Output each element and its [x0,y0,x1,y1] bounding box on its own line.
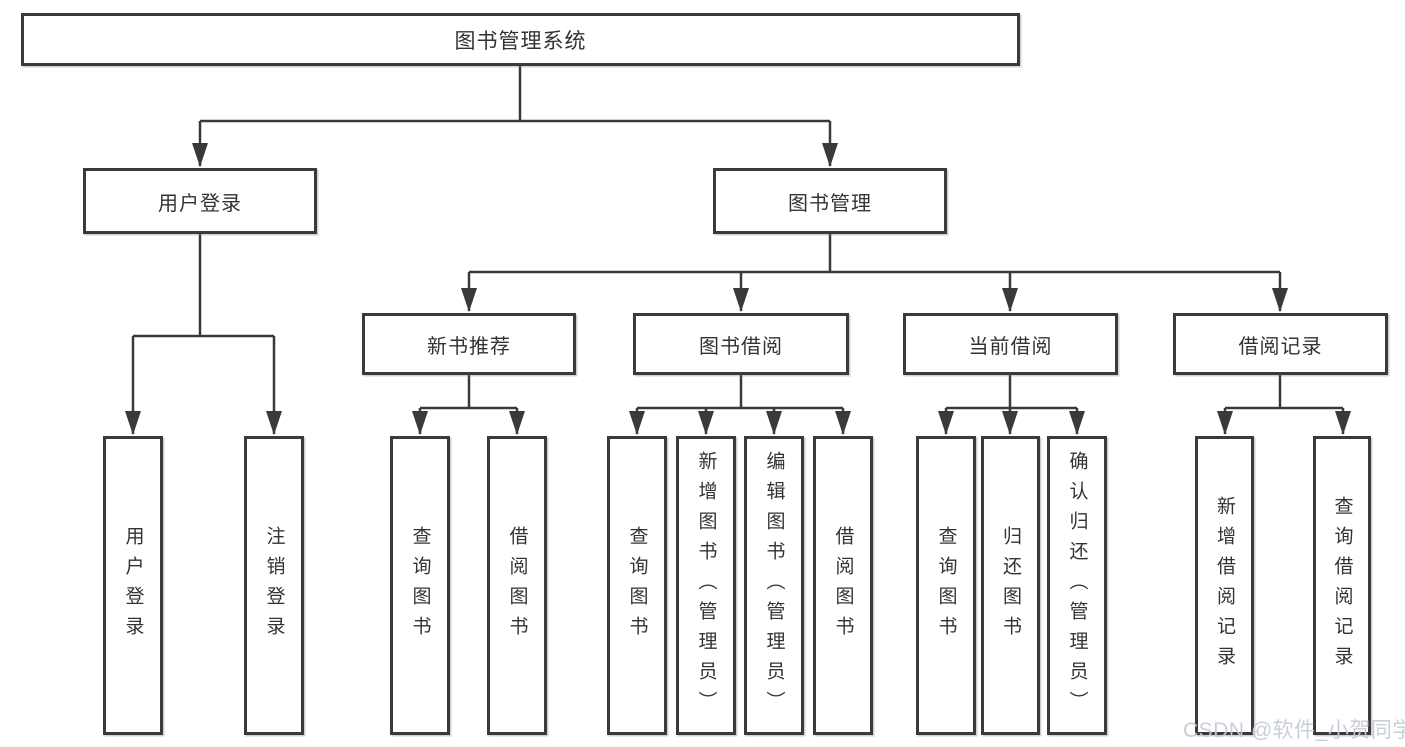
node-leaf-query-books-borrow-label: 查询图书 [626,525,648,646]
node-user-login: 用户登录 [83,168,317,234]
arrow-icon [1002,411,1018,435]
node-leaf-query-books-current: 查询图书 [916,436,976,735]
connector-borrow-records-split [1223,375,1345,434]
arrow-icon [509,411,525,435]
node-new-book-recommend-label: 新书推荐 [427,335,511,358]
arrow-icon [1217,411,1233,435]
arrow-icon [835,411,851,435]
node-leaf-query-books-current-label: 查询图书 [935,525,957,646]
arrow-icon [412,411,428,435]
csdn-watermark: CSDN @软件_小贺同学 [1183,719,1405,742]
node-new-book-recommend: 新书推荐 [362,313,576,375]
node-leaf-query-books-recommend-label: 查询图书 [409,525,431,646]
arrow-icon [766,411,782,435]
node-book-management: 图书管理 [713,168,947,234]
connector-new-books-split [418,375,519,434]
node-root: 图书管理系统 [21,13,1020,66]
node-leaf-confirm-return-admin-label: 确认归还（管理员） [1066,450,1088,721]
arrow-icon [266,411,282,435]
node-leaf-borrow-books-label: 借阅图书 [832,525,854,646]
node-leaf-borrow-books: 借阅图书 [813,436,873,735]
arrow-icon [1335,411,1351,435]
connector-root-to-level2 [198,66,832,166]
arrow-icon [461,288,477,312]
node-leaf-borrow-books-recommend-label: 借阅图书 [506,525,528,646]
node-leaf-edit-book-admin-label: 编辑图书（管理员） [763,450,785,721]
node-leaf-user-login: 用户登录 [103,436,163,735]
node-leaf-query-borrow-record: 查询借阅记录 [1313,436,1371,735]
node-book-management-label: 图书管理 [788,192,872,215]
node-leaf-query-borrow-record-label: 查询借阅记录 [1331,495,1353,676]
arrow-icon [629,411,645,435]
node-leaf-return-books-label: 归还图书 [1000,525,1021,646]
node-book-borrow: 图书借阅 [633,313,849,375]
node-leaf-edit-book-admin: 编辑图书（管理员） [744,436,804,735]
arrow-icon [1272,288,1288,312]
node-root-label: 图书管理系统 [454,29,587,53]
arrow-icon [733,288,749,312]
node-current-borrow: 当前借阅 [903,313,1118,375]
arrow-icon [938,411,954,435]
node-leaf-add-borrow-record-label: 新增借阅记录 [1214,495,1235,676]
node-user-login-label: 用户登录 [158,192,242,215]
node-book-borrow-label: 图书借阅 [699,335,783,358]
node-leaf-query-books-borrow: 查询图书 [607,436,667,735]
node-leaf-confirm-return-admin: 确认归还（管理员） [1047,436,1107,735]
node-leaf-logout-label: 注销登录 [263,525,285,646]
node-leaf-borrow-books-recommend: 借阅图书 [487,436,547,735]
node-leaf-add-borrow-record: 新增借阅记录 [1195,436,1254,735]
node-leaf-user-login-label: 用户登录 [122,525,144,646]
connector-book-mgmt-split [467,234,1282,311]
node-leaf-return-books: 归还图书 [981,436,1040,735]
node-leaf-add-book-admin: 新增图书（管理员） [676,436,736,735]
node-current-borrow-label: 当前借阅 [968,335,1053,358]
arrow-icon [192,143,208,167]
arrow-icon [1069,411,1085,435]
node-leaf-logout: 注销登录 [244,436,304,735]
node-leaf-query-books-recommend: 查询图书 [390,436,450,735]
node-leaf-add-book-admin-label: 新增图书（管理员） [695,450,717,721]
arrow-icon [822,143,838,167]
arrow-icon [698,411,714,435]
arrow-icon [1002,288,1018,312]
connector-book-borrow-split [635,375,845,434]
node-borrow-records-label: 借阅记录 [1238,335,1323,358]
connector-user-login-split [131,234,276,434]
arrow-icon [125,411,141,435]
node-borrow-records: 借阅记录 [1173,313,1388,375]
